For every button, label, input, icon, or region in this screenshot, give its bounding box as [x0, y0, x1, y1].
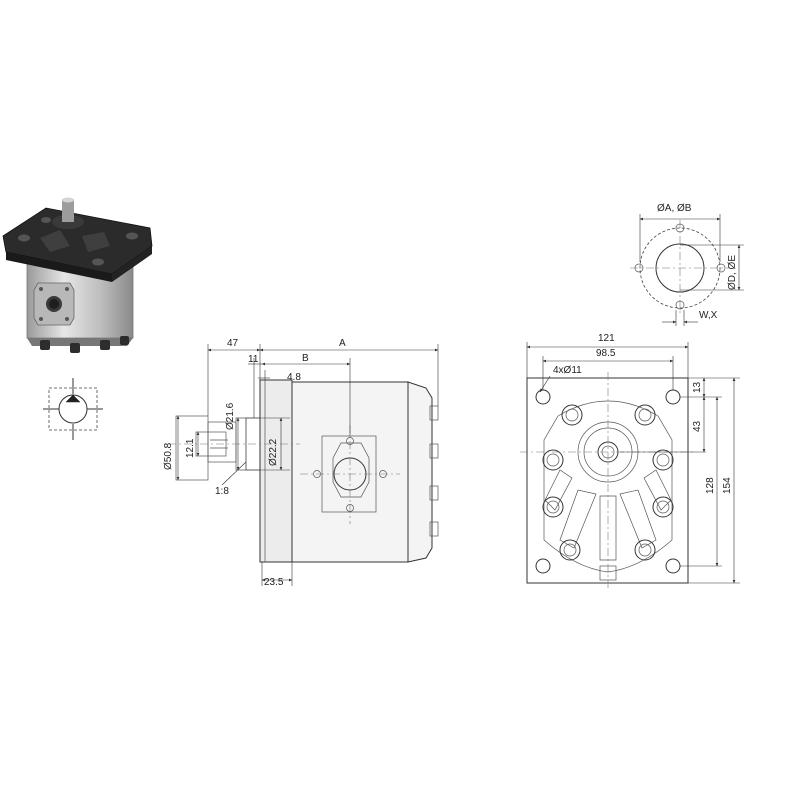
dim-121-label: 121 [598, 333, 615, 344]
dim-13-label: 13 [692, 381, 703, 393]
port-dim-ab-label: ØA, ØB [657, 203, 692, 214]
dim-154-label: 154 [722, 477, 733, 494]
port-detail [630, 214, 744, 326]
dim-11-label: 11 [248, 354, 259, 365]
dim-b-label: B [302, 353, 309, 364]
gear-pump-photo-icon [2, 197, 153, 353]
dim-23-5-label: 23.5 [264, 577, 284, 588]
dim-47-label: 47 [227, 338, 239, 349]
dim-98-5-label: 98.5 [596, 348, 616, 359]
front-view-dimensions [526, 342, 740, 584]
dim-1-8-label: 1:8 [215, 486, 229, 497]
dim-4-8-label: 4.8 [287, 372, 301, 383]
dim-d21-6-label: Ø21.6 [225, 402, 236, 430]
dim-d50-8-label: Ø50.8 [163, 442, 174, 470]
port-dim-de-label: ØD, ØE [727, 255, 738, 290]
dim-d22-2-label: Ø22.2 [268, 438, 279, 466]
dim-4x11-label: 4xØ11 [553, 365, 582, 376]
dim-12-1-label: 12.1 [185, 438, 196, 458]
dim-128-label: 128 [705, 477, 716, 494]
dim-43-label: 43 [692, 420, 703, 432]
side-view-dimensions [176, 344, 439, 586]
front-view [520, 372, 696, 590]
port-dim-wx-label: W,X [699, 310, 718, 321]
dim-a-label: A [339, 338, 346, 349]
side-view [168, 379, 439, 563]
hydraulic-pump-symbol-icon [43, 378, 103, 440]
